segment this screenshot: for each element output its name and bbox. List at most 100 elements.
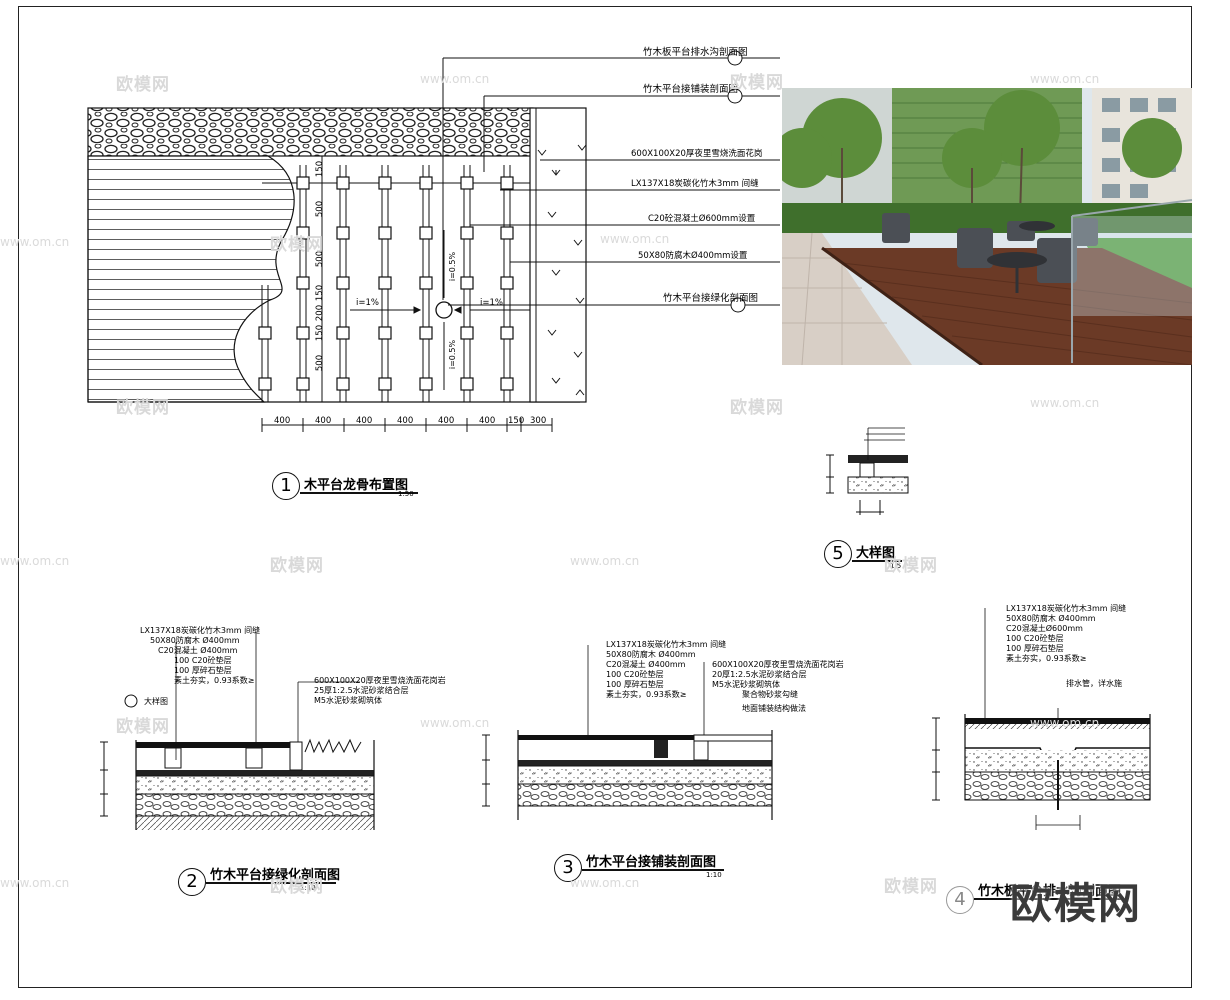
- watermark-url: www.om.cn: [0, 554, 70, 568]
- dim-bottom: 400: [274, 416, 291, 426]
- watermark-url: www.om.cn: [570, 554, 640, 568]
- title-text: 木平台龙骨布置图: [304, 478, 409, 493]
- title-number-circle: 2: [178, 868, 206, 896]
- watermark-url: www.om.cn: [1030, 716, 1100, 730]
- watermark-url: www.om.cn: [0, 876, 70, 890]
- layer-label: 50X80防腐木 Ø400mm: [150, 636, 240, 645]
- dim-vertical: 200: [315, 304, 326, 322]
- section-2: [100, 632, 375, 830]
- layer-label: 100 C20砼垫层: [174, 656, 232, 665]
- layer-label: 100 厚碎石垫层: [1006, 644, 1064, 653]
- watermark: 欧模网: [270, 235, 324, 255]
- layer-label: 600X100X20厚夜里雪烧洗面花岗岩: [314, 676, 446, 685]
- title-number-circle: 4: [946, 886, 974, 914]
- layer-label: M5水泥砂浆砌筑体: [314, 696, 382, 705]
- deck-boards: [87, 155, 295, 403]
- watermark: 欧模网: [730, 73, 784, 93]
- watermark: 欧模网: [116, 75, 170, 95]
- stone-band: [87, 107, 534, 157]
- callout-4: LX137X18炭碳化竹木3mm 间缝: [631, 179, 759, 189]
- title-scale: 1:10: [300, 884, 316, 892]
- plan-1: [87, 50, 780, 432]
- layer-label: M5水泥砂浆砌筑体: [712, 680, 780, 689]
- footing-blocks: [258, 176, 514, 391]
- callout-3: 600X100X20厚夜里雪烧洗面花岗: [631, 149, 763, 159]
- layer-label: C20混凝土 Ø400mm: [158, 646, 238, 655]
- callout-5: C20砼混凝土Ø600mm设置: [648, 214, 756, 224]
- section2-tag: 大样图: [144, 697, 168, 706]
- layer-label: 600X100X20厚夜里雪烧洗面花岗岩: [712, 660, 844, 669]
- layer-label: 25厚1:2.5水泥砂浆结合层: [314, 686, 409, 695]
- dim-bottom: 400: [315, 416, 332, 426]
- title-scale: 1:10: [706, 871, 722, 879]
- deck-photo-illustration: [782, 88, 1192, 365]
- section3-right-labels: 600X100X20厚夜里雪烧洗面花岗岩 20厚1:2.5水泥砂浆结合层 M5水…: [712, 660, 844, 714]
- dim-bottom: 400: [438, 416, 455, 426]
- watermark: 欧模网: [116, 398, 170, 418]
- layer-label: LX137X18炭碳化竹木3mm 间缝: [606, 640, 727, 649]
- title-number-circle: 3: [554, 854, 582, 882]
- reference-photo: [782, 88, 1192, 365]
- layer-label: 素土夯实，0.93系数≥: [174, 676, 255, 685]
- callout-7: 竹木平台接绿化剖面图: [663, 293, 759, 304]
- title-number: 5: [832, 543, 844, 564]
- dimension-line-bottom: [261, 418, 553, 432]
- layer-label: 地面铺装结构做法: [742, 704, 806, 713]
- section3-labels: LX137X18炭碳化竹木3mm 间缝 50X80防腐木 Ø400mm C20混…: [592, 640, 726, 700]
- watermark-url: www.om.cn: [0, 235, 70, 249]
- title-number: 4: [954, 889, 966, 910]
- dim-bottom: 400: [397, 416, 414, 426]
- section4-drain-label: 排水管，详水施: [1066, 679, 1122, 688]
- title-text: 竹木板平台排水沟剖面图: [978, 884, 1122, 899]
- layer-label: C20混凝土Ø600mm: [1006, 624, 1083, 633]
- layer-label: 20厚1:2.5水泥砂浆结合层: [712, 670, 807, 679]
- section-3: [482, 645, 773, 820]
- dim-vertical: 500: [315, 354, 326, 372]
- callout-2: 竹木平台接铺装剖面图: [643, 84, 739, 95]
- dim-vertical: 500: [315, 200, 326, 218]
- sheet-border: [18, 6, 1192, 988]
- layer-label: 100 C20砼垫层: [606, 670, 664, 679]
- watermark: 欧模网: [270, 556, 324, 576]
- watermark-url: www.om.cn: [1030, 72, 1100, 86]
- layer-label: 100 C20砼垫层: [1006, 634, 1064, 643]
- title-number-circle: 5: [824, 540, 852, 568]
- dim-bottom: 400: [356, 416, 373, 426]
- slope-label: i=0.5%: [448, 339, 458, 370]
- grass-symbols: [537, 144, 587, 396]
- title-number: 3: [562, 857, 574, 878]
- layer-label: 50X80防腐木 Ø400mm: [606, 650, 696, 659]
- layer-label: 100 厚碎石垫层: [174, 666, 232, 675]
- watermark-url: www.om.cn: [600, 232, 670, 246]
- dim-bottom: 150: [508, 416, 525, 426]
- watermark-url: www.om.cn: [1030, 396, 1100, 410]
- layer-label: LX137X18炭碳化竹木3mm 间缝: [1006, 604, 1127, 613]
- slope-label: i=0.5%: [448, 251, 458, 282]
- section2-labels: LX137X18炭碳化竹木3mm 间缝 50X80防腐木 Ø400mm C20混…: [140, 626, 260, 686]
- slope-label: i=1%: [480, 298, 503, 308]
- callout-6: 50X80防腐木Ø400mm设置: [638, 251, 748, 261]
- drain-point: [435, 301, 453, 319]
- layer-label: C20混凝土 Ø400mm: [606, 660, 686, 669]
- layer-label: 素土夯实，0.93系数≥: [1006, 654, 1087, 663]
- dim-vertical: 150: [315, 284, 326, 302]
- layer-label: LX137X18炭碳化竹木3mm 间缝: [140, 626, 261, 635]
- section4-labels: LX137X18炭碳化竹木3mm 间缝 50X80防腐木 Ø400mm C20混…: [990, 604, 1126, 664]
- layer-label: 50X80防腐木 Ø400mm: [1006, 614, 1096, 623]
- watermark: 欧模网: [884, 877, 938, 897]
- layer-label: 聚合物砂浆勾缝: [742, 690, 798, 699]
- title-number-circle: 1: [272, 472, 300, 500]
- slope-label: i=1%: [356, 298, 379, 308]
- watermark: 欧模网: [884, 556, 938, 576]
- section2-right-labels: 600X100X20厚夜里雪烧洗面花岗岩 25厚1:2.5水泥砂浆结合层 M5水…: [314, 676, 446, 706]
- watermark: 欧模网: [270, 877, 324, 897]
- dim-bottom: 400: [479, 416, 496, 426]
- title-text: 大样图: [856, 546, 896, 561]
- title-scale: 1:50: [398, 490, 414, 498]
- title-scale: 1:5: [890, 562, 902, 570]
- title-number: 1: [280, 475, 292, 496]
- dim-bottom: 300: [530, 416, 547, 426]
- site-logo: 欧模网: [1010, 879, 1143, 928]
